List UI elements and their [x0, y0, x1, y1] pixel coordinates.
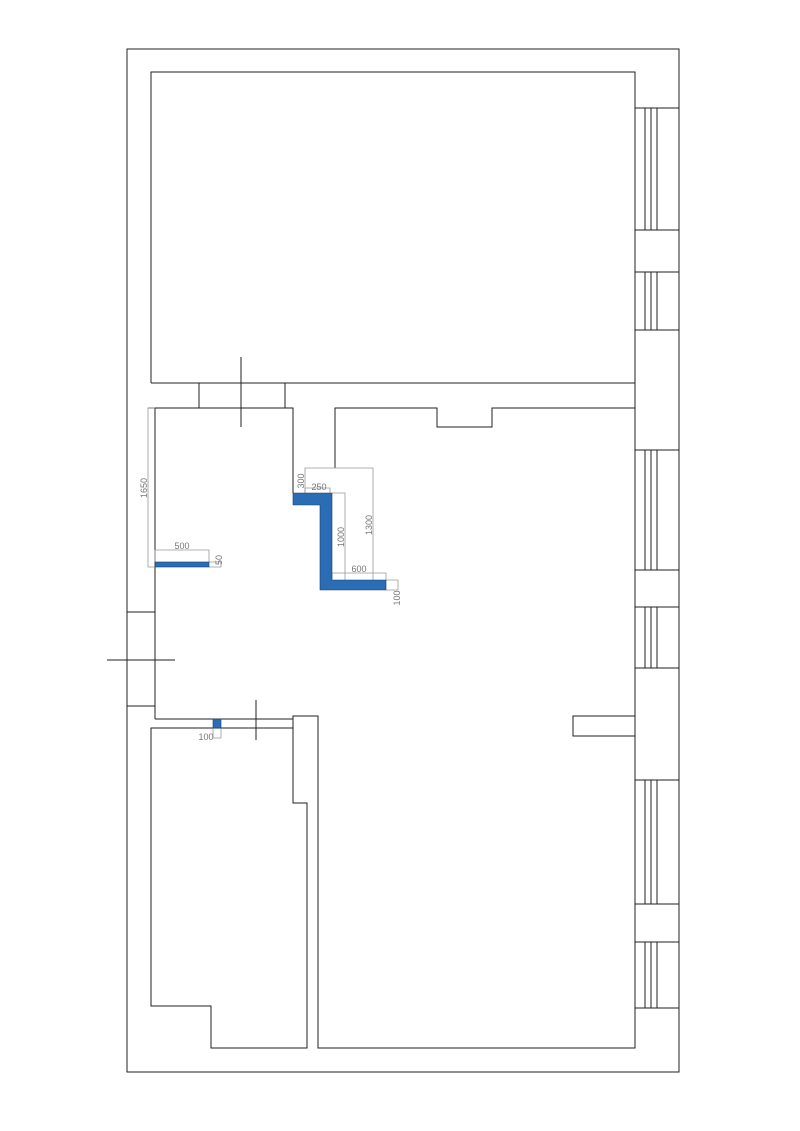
window: [635, 941, 679, 1009]
new-walls: [154, 492, 387, 729]
pillar: [212, 718, 222, 729]
dim-100-z: 100: [392, 590, 402, 605]
window: [635, 449, 679, 571]
outer-wall: [126, 48, 680, 1073]
window: [635, 107, 679, 231]
dim-1300: 1300: [364, 515, 374, 535]
windows: [635, 107, 679, 1009]
dim-1650: 1650: [139, 478, 149, 498]
walls: [126, 48, 680, 1073]
dim-1000: 1000: [336, 527, 346, 547]
z-wall: [292, 492, 387, 591]
dimension-lines: [147, 407, 399, 739]
dim-600: 600: [351, 564, 366, 574]
dim-300: 300: [296, 473, 306, 488]
dim-250: 250: [311, 482, 326, 492]
window: [635, 606, 679, 669]
short-wall: [154, 561, 210, 568]
door-opening: [198, 382, 286, 409]
crosshairs: [107, 357, 257, 740]
dim-50: 50: [214, 555, 224, 565]
window: [635, 271, 679, 331]
dim-100-pillar: 100: [198, 732, 213, 742]
dimension-labels: 1650 500 50 300 250 1000 1300 600 100 10…: [139, 473, 402, 742]
dim-500: 500: [174, 541, 189, 551]
window: [635, 779, 679, 905]
